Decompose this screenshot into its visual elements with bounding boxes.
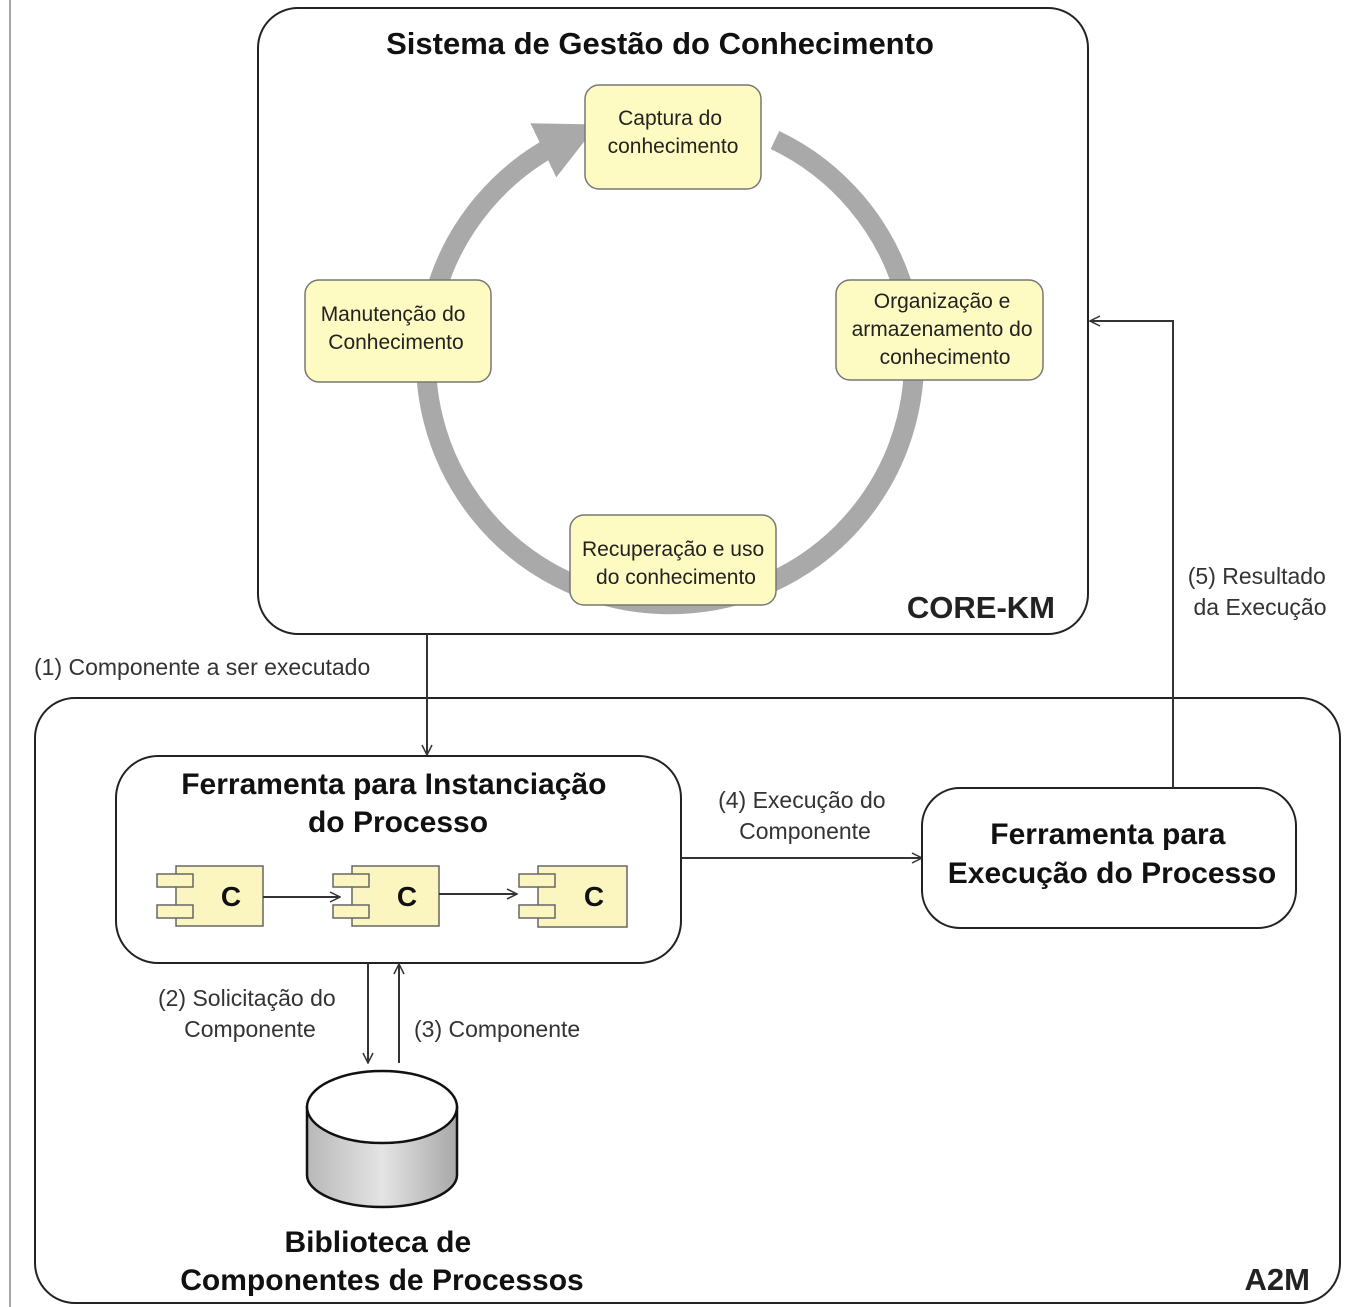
stage-manutencao: Manutenção do Conhecimento bbox=[304, 279, 492, 383]
component-block: C bbox=[332, 865, 440, 927]
component-label: C bbox=[584, 881, 604, 912]
flow-2-label: Componente bbox=[184, 1016, 316, 1042]
instanciacao-title-line: Ferramenta para Instanciação bbox=[181, 768, 606, 801]
stage-manutencao-line: Manutenção do bbox=[321, 303, 466, 326]
flow-5-arrow bbox=[1090, 321, 1174, 788]
biblioteca-label-line: Componentes de Processos bbox=[180, 1264, 583, 1297]
svg-text:Captura do conheciment: Captura do conhecimento bbox=[608, 107, 739, 158]
svg-text:Biblioteca de Componentes: Biblioteca de Componentes de Processos bbox=[180, 1226, 583, 1297]
execucao-title-line: Ferramenta para bbox=[990, 818, 1225, 851]
stage-manutencao-line: Conhecimento bbox=[328, 331, 463, 354]
a2m-container: A2M bbox=[34, 697, 1341, 1304]
core-km-container: Sistema de Gestão do Conhecimento CORE-K… bbox=[257, 7, 1089, 635]
svg-text:Ferramenta para Instanciação: Ferramenta para Instanciação do Processo bbox=[181, 768, 615, 839]
stage-captura-line: conhecimento bbox=[608, 135, 739, 158]
core-km-title: Sistema de Gestão do Conhecimento bbox=[386, 26, 934, 61]
component-block: C bbox=[518, 865, 628, 928]
instanciacao-title-line: do Processo bbox=[308, 806, 488, 839]
stage-organizacao: Organização e armazenamento do conhecime… bbox=[835, 279, 1044, 381]
svg-text:Organização e armazena: Organização e armazenamento do conhecime… bbox=[852, 290, 1039, 369]
svg-text:(4) Execução do Componente: (4) Execução do Componente bbox=[718, 787, 892, 844]
component-block: C bbox=[156, 865, 264, 927]
instanciacao-tool: Ferramenta para Instanciação do Processo… bbox=[115, 755, 682, 964]
stage-recuperacao-line: do conhecimento bbox=[596, 566, 756, 589]
flow-2-label: (2) Solicitação do bbox=[158, 985, 336, 1011]
flow-1-label: (1) Componente a ser executado bbox=[34, 654, 370, 680]
flow-4-label: Componente bbox=[739, 818, 871, 844]
svg-text:Ferramenta para Execução: Ferramenta para Execução do Processo bbox=[948, 818, 1276, 890]
stage-organizacao-line: conhecimento bbox=[880, 346, 1011, 369]
execucao-tool: Ferramenta para Execução do Processo bbox=[921, 787, 1297, 929]
svg-text:Manutenção do Conhecim: Manutenção do Conhecimento bbox=[321, 303, 472, 354]
svg-text:(2) Solicitação do Compone: (2) Solicitação do Componente bbox=[158, 985, 342, 1042]
stage-captura: Captura do conhecimento bbox=[584, 84, 762, 190]
flow-5-label: da Execução bbox=[1194, 594, 1327, 620]
stage-recuperacao: Recuperação e uso do conhecimento bbox=[569, 514, 777, 606]
flow-3-label: (3) Componente bbox=[414, 1016, 580, 1042]
component-label: C bbox=[397, 881, 417, 912]
svg-text:(5) Resultado da Execução: (5) Resultado da Execução bbox=[1188, 563, 1332, 620]
component-label: C bbox=[221, 881, 241, 912]
core-km-brand: CORE-KM bbox=[907, 590, 1055, 625]
stage-organizacao-line: armazenamento do bbox=[852, 318, 1033, 341]
stage-organizacao-line: Organização e bbox=[874, 290, 1011, 313]
flow-5-label: (5) Resultado bbox=[1188, 563, 1326, 589]
execucao-title-line: Execução do Processo bbox=[948, 857, 1276, 890]
flow-4-label: (4) Execução do bbox=[718, 787, 885, 813]
biblioteca-label-line: Biblioteca de bbox=[284, 1226, 471, 1259]
svg-text:Recuperação e uso do c: Recuperação e uso do conhecimento bbox=[582, 538, 770, 589]
stage-recuperacao-line: Recuperação e uso bbox=[582, 538, 764, 561]
a2m-brand: A2M bbox=[1245, 1262, 1310, 1297]
database-cylinder-icon bbox=[305, 1069, 459, 1209]
stage-captura-line: Captura do bbox=[618, 107, 722, 130]
